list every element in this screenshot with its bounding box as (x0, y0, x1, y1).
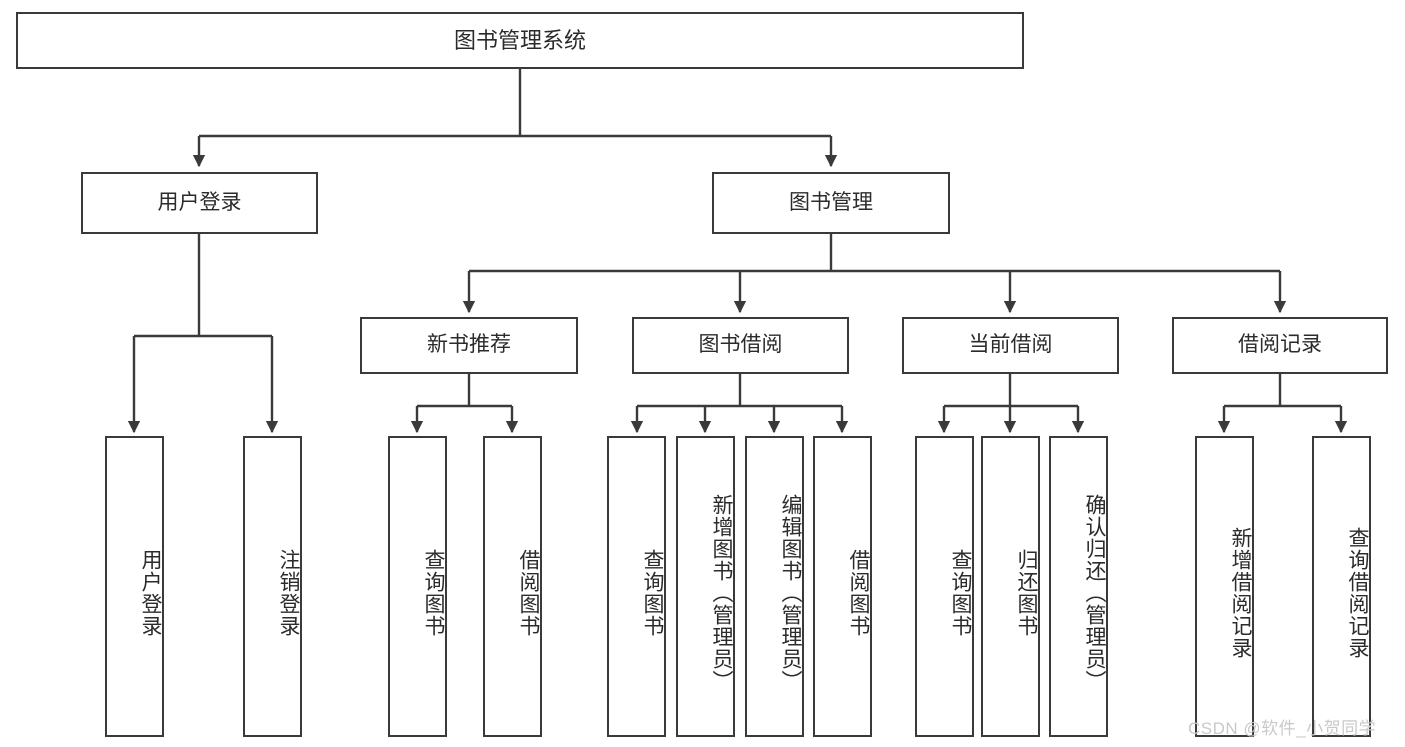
node-label: 图书管理 (789, 190, 873, 214)
node-label: 新增借阅记录 (1229, 526, 1252, 659)
node-label: 图书管理系统 (453, 27, 586, 53)
leaf-new-book-query[interactable]: 查询图书 (388, 436, 447, 737)
node-book-borrow[interactable]: 图书借阅 (632, 317, 849, 374)
leaf-user-login-login[interactable]: 用户登录 (105, 436, 164, 737)
node-label: 确认归还（管理员） (1083, 493, 1106, 692)
leaf-current-borrow-return[interactable]: 归还图书 (981, 436, 1040, 737)
node-borrow-record[interactable]: 借阅记录 (1172, 317, 1388, 374)
node-label: 借阅图书 (517, 548, 540, 637)
node-label: 借阅图书 (847, 548, 870, 637)
leaf-book-borrow-edit[interactable]: 编辑图书（管理员） (745, 436, 804, 737)
node-book-management[interactable]: 图书管理 (712, 172, 950, 234)
node-current-borrow[interactable]: 当前借阅 (902, 317, 1119, 374)
watermark: CSDN @软件_小贺同学 (1188, 719, 1377, 738)
node-label: 借阅记录 (1238, 333, 1322, 357)
node-root-system[interactable]: 图书管理系统 (16, 12, 1024, 69)
node-label: 归还图书 (1015, 548, 1038, 637)
node-label: 图书借阅 (698, 333, 783, 357)
node-label: 用户登录 (139, 548, 162, 637)
leaf-borrow-record-add[interactable]: 新增借阅记录 (1195, 436, 1254, 737)
leaf-book-borrow-borrow[interactable]: 借阅图书 (813, 436, 872, 737)
node-new-book-recommend[interactable]: 新书推荐 (360, 317, 578, 374)
leaf-book-borrow-add[interactable]: 新增图书（管理员） (676, 436, 735, 737)
node-label: 当前借阅 (968, 333, 1053, 357)
leaf-borrow-record-query[interactable]: 查询借阅记录 (1312, 436, 1371, 737)
leaf-book-borrow-query[interactable]: 查询图书 (607, 436, 666, 737)
node-user-login[interactable]: 用户登录 (81, 172, 318, 234)
node-label: 查询借阅记录 (1346, 526, 1369, 659)
leaf-user-login-logout[interactable]: 注销登录 (243, 436, 302, 737)
leaf-current-borrow-query[interactable]: 查询图书 (915, 436, 974, 737)
node-label: 查询图书 (641, 548, 664, 637)
node-label: 编辑图书（管理员） (779, 493, 802, 692)
node-label: 新书推荐 (427, 333, 511, 357)
node-label: 查询图书 (422, 548, 445, 637)
leaf-new-book-borrow[interactable]: 借阅图书 (483, 436, 542, 737)
node-label: 查询图书 (949, 548, 972, 637)
node-label: 用户登录 (157, 190, 242, 214)
node-label: 新增图书（管理员） (710, 493, 733, 692)
leaf-current-borrow-confirm-return[interactable]: 确认归还（管理员） (1049, 436, 1108, 737)
node-label: 注销登录 (277, 548, 300, 637)
